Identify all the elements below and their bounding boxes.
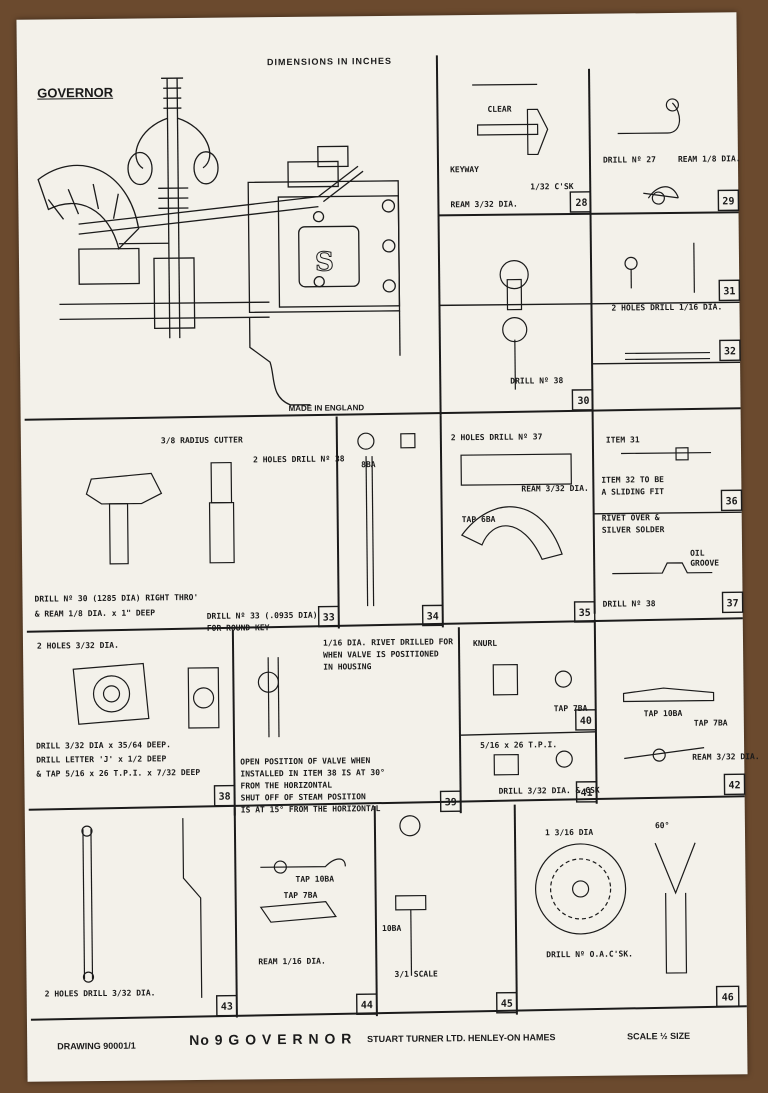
note-sliding: A SLIDING FIT: [601, 487, 665, 497]
item-29: 29: [722, 196, 735, 208]
governor-heading: GOVERNOR: [37, 84, 114, 101]
svg-text:S: S: [315, 247, 334, 277]
note-tap7ba-42: TAP 7BA: [693, 718, 728, 728]
drawing-number: DRAWING 90001/1: [57, 1040, 136, 1052]
item-28: 28: [575, 197, 588, 209]
item-38: 38: [218, 791, 231, 803]
note-shutoff: SHUT OFF OF STEAM POSITION: [240, 792, 366, 803]
note-drill-letter: DRILL LETTER 'J' x 1/2 DEEP: [36, 754, 167, 765]
drawing-linework: S: [24, 55, 747, 1021]
note-two-holes-33: 2 HOLES DRILL Nº 38: [253, 454, 345, 465]
item-31: 31: [723, 286, 736, 298]
note-ream-bore: & REAM 1/8 DIA. x 1" DEEP: [34, 608, 156, 619]
note-8ba: 8BA: [361, 460, 376, 470]
item-45: 45: [500, 998, 513, 1010]
note-clear: CLEAR: [487, 104, 512, 114]
note-installed: INSTALLED IN ITEM 38 IS AT 30°: [240, 767, 385, 779]
note-item32: ITEM 32 TO BE: [601, 475, 664, 485]
drawing-title: No 9 G O V E R N O R: [189, 1030, 353, 1049]
note-drill27: DRILL Nº 27: [602, 155, 656, 165]
note-drill38: DRILL Nº 38: [510, 376, 564, 386]
note-knurl: KNURL: [472, 638, 498, 649]
item-40: 40: [579, 715, 592, 727]
note-at15: IS AT 15° FROM THE HORIZONTAL: [240, 804, 381, 815]
note-open-pos: OPEN POSITION OF VALVE WHEN: [240, 756, 371, 767]
note-ream-29: REAM 1/8 DIA.: [677, 154, 741, 164]
item-42: 42: [728, 780, 741, 792]
note-tap6ba: TAP 6BA: [461, 514, 496, 525]
note-solder: SILVER SOLDER: [601, 525, 665, 535]
drawing-scale: SCALE ½ SIZE: [627, 1030, 691, 1042]
note-groove: GROOVE: [690, 558, 720, 568]
note-when-valve: WHEN VALVE IS POSITIONED: [323, 649, 439, 660]
item-46: 46: [721, 992, 734, 1004]
units-note: DIMENSIONS IN INCHES: [266, 55, 392, 68]
note-drill38-37: DRILL Nº 38: [602, 599, 656, 609]
note-ream-35: REAM 3/32 DIA.: [521, 483, 589, 494]
note-rivet-hole: 1/16 DIA. RIVET DRILLED FOR: [322, 637, 454, 648]
note-ream-44: REAM 1/16 DIA.: [258, 956, 326, 967]
company-name: STUART TURNER LTD. HENLEY-ON HAMES: [367, 1032, 556, 1045]
note-keyway: KEYWAY: [450, 164, 480, 175]
note-tap10ba-42: TAP 10BA: [643, 708, 683, 719]
note-scale31: 3/1 SCALE: [394, 969, 438, 979]
note-round-key: FOR ROUND KEY: [206, 623, 270, 633]
note-csk-41: DRILL 3/32 DIA. & CSK: [498, 785, 600, 796]
note-drill-38: DRILL 3/32 DIA x 35/64 DEEP.: [36, 740, 171, 751]
made-in-note: MADE IN ENGLAND: [288, 403, 365, 413]
note-in-housing: IN HOUSING: [323, 662, 372, 672]
note-drill-thro: DRILL Nº 30 (1285 DIA) RIGHT THRO': [34, 592, 199, 604]
note-drill33: DRILL Nº 33 (.0935 DIA): [206, 610, 318, 621]
note-csk-28: 1/32 C'SK: [530, 181, 574, 192]
note-radius-cutter: 3/8 RADIUS CUTTER: [160, 435, 243, 446]
note-horizontal: FROM THE HORIZONTAL: [240, 780, 333, 791]
note-tap7ba-44: TAP 7BA: [283, 890, 318, 901]
note-two-holes-35: 2 HOLES DRILL Nº 37: [450, 432, 543, 443]
note-angle60: 60°: [654, 821, 670, 831]
note-holes-43: 2 HOLES DRILL 3/32 DIA.: [44, 988, 156, 999]
item-34: 34: [426, 611, 439, 623]
note-ream-42: REAM 3/32 DIA.: [692, 752, 760, 762]
drawing-sheet: S: [16, 12, 760, 1082]
note-oil: OIL: [690, 548, 705, 558]
note-tap7ba-40: TAP 7BA: [553, 703, 588, 714]
item-39: 39: [444, 797, 457, 809]
item-30: 30: [577, 395, 590, 407]
item-43: 43: [220, 1001, 233, 1013]
note-10ba: 10BA: [381, 923, 402, 934]
note-tap10ba-44: TAP 10BA: [295, 874, 335, 884]
note-holes-31: 2 HOLES DRILL 1/16 DIA.: [611, 302, 723, 313]
note-item31: ITEM 31: [605, 435, 640, 445]
note-ream-28: REAM 3/32 DIA.: [450, 199, 518, 210]
item-44: 44: [360, 1000, 373, 1012]
item-35: 35: [578, 607, 591, 619]
item-32: 32: [723, 346, 737, 358]
note-dim-46: 1 3/16 DIA: [544, 827, 594, 838]
note-drill-csk: DRILL Nº O.A.C'SK.: [546, 949, 634, 960]
note-tpi26: 5/16 x 26 T.P.I.: [480, 740, 558, 750]
item-33: 33: [322, 612, 335, 624]
item-37: 37: [726, 598, 739, 610]
note-two-holes-38: 2 HOLES 3/32 DIA.: [36, 640, 119, 651]
item-36: 36: [725, 496, 738, 508]
note-rivet: RIVET OVER &: [601, 513, 660, 523]
note-tap-38: & TAP 5/16 x 26 T.P.I. x 7/32 DEEP: [36, 767, 201, 779]
